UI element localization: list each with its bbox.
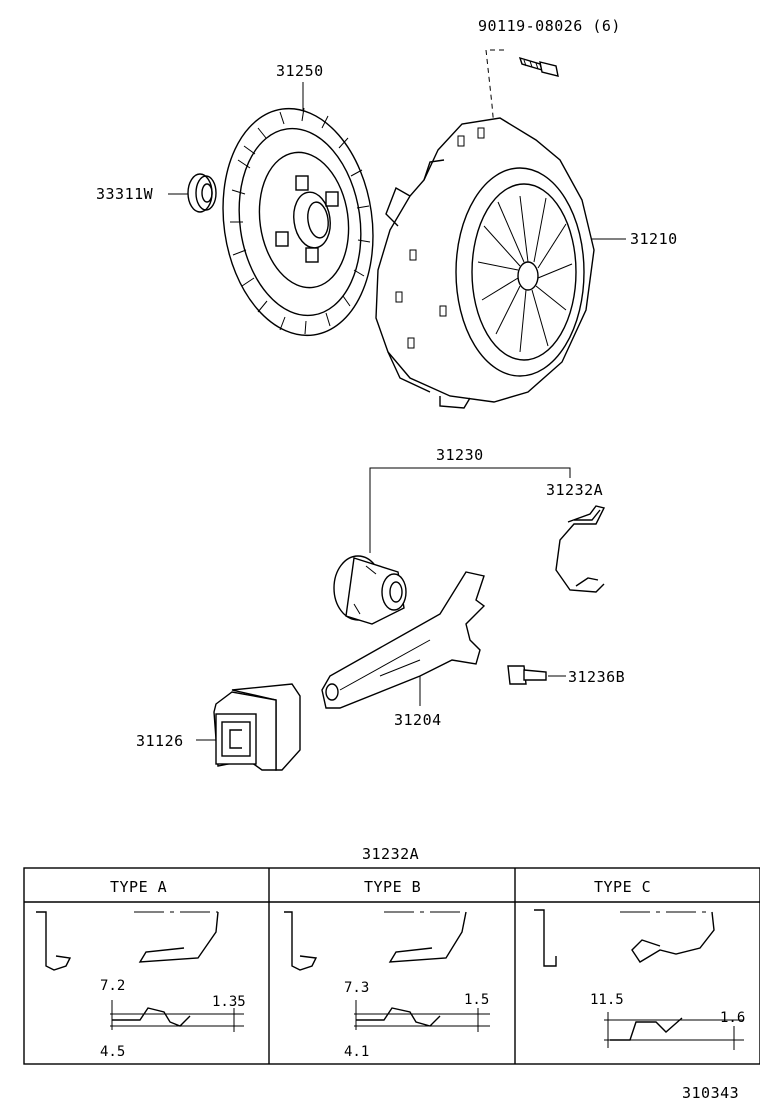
type-a-dim-bottom: 4.5	[100, 1044, 125, 1060]
type-a-dim-right: 1.35	[212, 994, 246, 1010]
bolt-part: 90119-08026 (6)	[478, 17, 621, 151]
release-assy-part: 31230 31232A	[333, 446, 606, 625]
boot-part: 31126	[136, 683, 301, 771]
clutch-cover-part: 31210	[375, 117, 678, 409]
figure-number: 310343	[682, 1084, 739, 1102]
type-b-dim-right: 1.5	[464, 992, 489, 1008]
clip-type-table: 31232A TYPE A TYPE B TYPE C 7.2 4.5 1.35…	[23, 845, 760, 1065]
release-fork-part: 31204	[321, 571, 486, 729]
bearing-label: 33311W	[96, 185, 154, 203]
type-c-dim-right: 1.6	[720, 1010, 745, 1026]
clip-label: 31232A	[546, 481, 603, 499]
cover-label: 31210	[630, 230, 678, 248]
bolt-label: 90119-08026 (6)	[478, 17, 621, 35]
pilot-bearing-part: 33311W	[96, 173, 217, 213]
clutch-disc-part: 31250	[222, 62, 374, 337]
type-c-header: TYPE C	[594, 878, 651, 896]
disc-label: 31250	[276, 62, 324, 80]
type-b-dim-bottom: 4.1	[344, 1044, 369, 1060]
release-assy-label: 31230	[436, 446, 484, 464]
type-a-dim-top: 7.2	[100, 978, 125, 994]
type-b-dim-top: 7.3	[344, 980, 369, 996]
fork-label: 31204	[394, 711, 442, 729]
type-c-dim-top: 11.5	[590, 992, 624, 1008]
boot-label: 31126	[136, 732, 184, 750]
pivot-label: 31236B	[568, 668, 625, 686]
table-title: 31232A	[362, 845, 419, 863]
pivot-part: 31236B	[507, 665, 625, 686]
type-b-header: TYPE B	[364, 878, 421, 896]
type-a-header: TYPE A	[110, 878, 167, 896]
